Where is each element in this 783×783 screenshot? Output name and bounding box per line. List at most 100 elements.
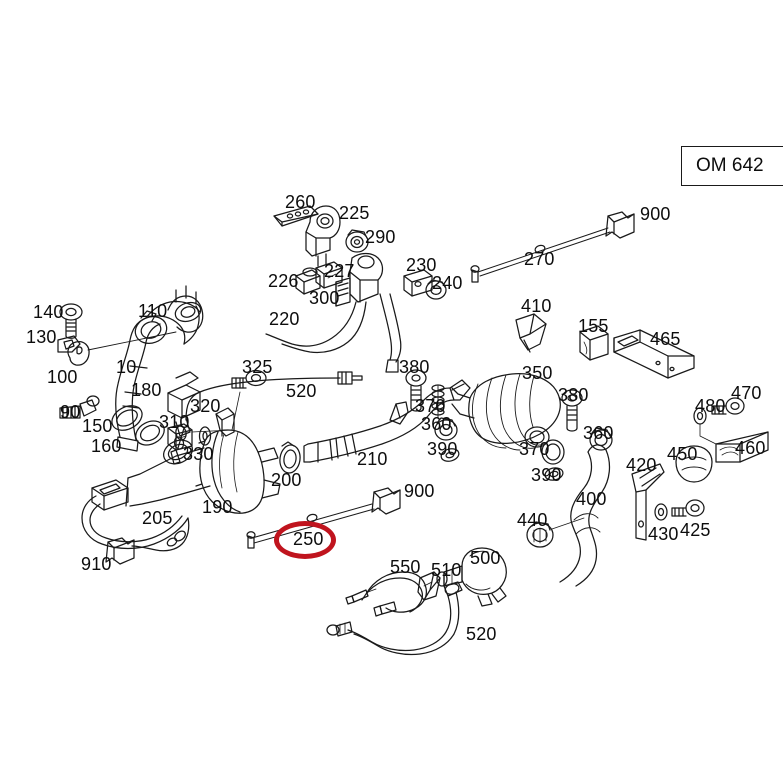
part-520-lower-line [326,581,463,656]
callout-label-205: 205 [142,508,173,528]
part-400-hose [559,444,611,587]
callout-label-226: 226 [268,271,299,291]
part-290-disc [345,229,369,253]
callout-label-155: 155 [578,316,609,336]
part-470-bolt [711,397,745,415]
callout-label-110: 110 [138,301,168,321]
callout-label-320: 320 [190,396,221,416]
callout-label-550: 550 [390,557,421,577]
part-410-bracket [515,313,547,353]
part-430-washer [654,503,668,521]
callout-label-225: 225 [339,203,370,223]
part-100-gasket [67,340,90,366]
callout-label-250: 250 [293,529,324,549]
callout-label-390: 390 [531,465,562,485]
callout-label-425: 425 [680,520,711,540]
part-180-connector [167,371,201,437]
part-226-component [295,267,321,295]
part-260-rail [273,205,319,227]
callout-label-360: 360 [421,414,452,434]
callout-label-465: 465 [650,329,681,349]
callout-label-390: 390 [427,439,458,459]
part-425-bolt [671,499,705,517]
part-130-clip [57,335,81,353]
part-440-grommet [526,521,554,548]
part-370-ring-right [541,439,565,465]
part-510-bracket [417,571,441,601]
part-270-cable [470,211,635,283]
part-140-bolt [59,303,83,339]
callout-label-450: 450 [667,444,698,464]
part-205-harness [81,479,190,565]
part-227-valve [315,261,343,289]
callout-label-500: 500 [470,548,501,568]
part-110-clamp [134,310,168,345]
part-390-washer-right [544,467,564,481]
callout-label-300: 300 [309,288,340,308]
callout-label-230: 230 [406,255,437,275]
callout-label-290: 290 [365,227,396,247]
part-155-insulator [579,325,609,361]
part-240-nut [425,279,447,300]
part-225-valve [305,205,341,267]
part-390-washer [440,448,460,462]
part-230-bracket [403,269,433,297]
callout-label-370: 370 [519,439,550,459]
part-450-element [675,445,713,483]
callout-label-90: 90 [60,402,81,422]
part-380-bolt-right [561,389,583,432]
part-150-seal [111,405,143,431]
callout-label-160: 160 [91,436,122,456]
callout-label-380: 380 [558,385,589,405]
leader-440 [551,517,585,530]
callout-label-520: 520 [466,624,497,644]
callout-label-240: 240 [432,273,463,293]
callout-label-100: 100 [47,367,78,387]
part-360-nut [434,417,458,441]
part-550-line [345,571,428,617]
callout-label-400: 400 [576,489,607,509]
callout-label-910: 910 [81,554,112,574]
callout-label-227: 227 [324,261,355,281]
callout-label-470: 470 [731,383,762,403]
callout-label-310: 310 [159,412,190,432]
callout-label-140: 140 [33,302,64,322]
callout-label-430: 430 [648,524,679,544]
callout-label-900: 900 [404,481,435,501]
callout-label-350: 350 [522,363,553,383]
part-370-spring [431,384,445,419]
callout-label-510: 510 [431,560,462,580]
callout-label-480: 480 [695,396,726,416]
part-380-bolt-left [405,369,427,412]
engine-type-label: OM 642 [696,155,764,176]
part-90-sensor [59,395,100,419]
callout-label-270: 270 [524,249,555,269]
part-350-muffler [451,373,561,451]
callout-label-210: 210 [357,449,388,469]
callout-label-380: 380 [399,357,430,377]
part-520-lambda-sensor [170,371,363,465]
engine-type-tag: OM 642 [681,146,783,186]
part-220-hose-assembly [265,252,402,373]
callout-label-420: 420 [626,455,657,475]
callout-label-325: 325 [242,357,273,377]
part-160-seal [135,420,165,446]
callout-label-260: 260 [285,192,316,212]
part-500-pump [436,547,507,607]
callout-label-220: 220 [269,309,300,329]
part-300-canister [335,277,351,307]
callout-label-360: 360 [583,423,614,443]
part-420-bracket [631,463,665,541]
leader-325 [191,391,241,433]
part-10-inlet-pipe [115,285,204,452]
part-200-clamp [279,441,301,474]
callout-label-130: 130 [26,327,57,347]
leader-100 [87,331,177,351]
callout-label-460: 460 [735,438,766,458]
part-465-bracket [613,329,695,379]
callout-label-440: 440 [517,510,548,530]
callout-label-150: 150 [82,416,113,436]
callout-label-10: 10 [116,357,137,377]
